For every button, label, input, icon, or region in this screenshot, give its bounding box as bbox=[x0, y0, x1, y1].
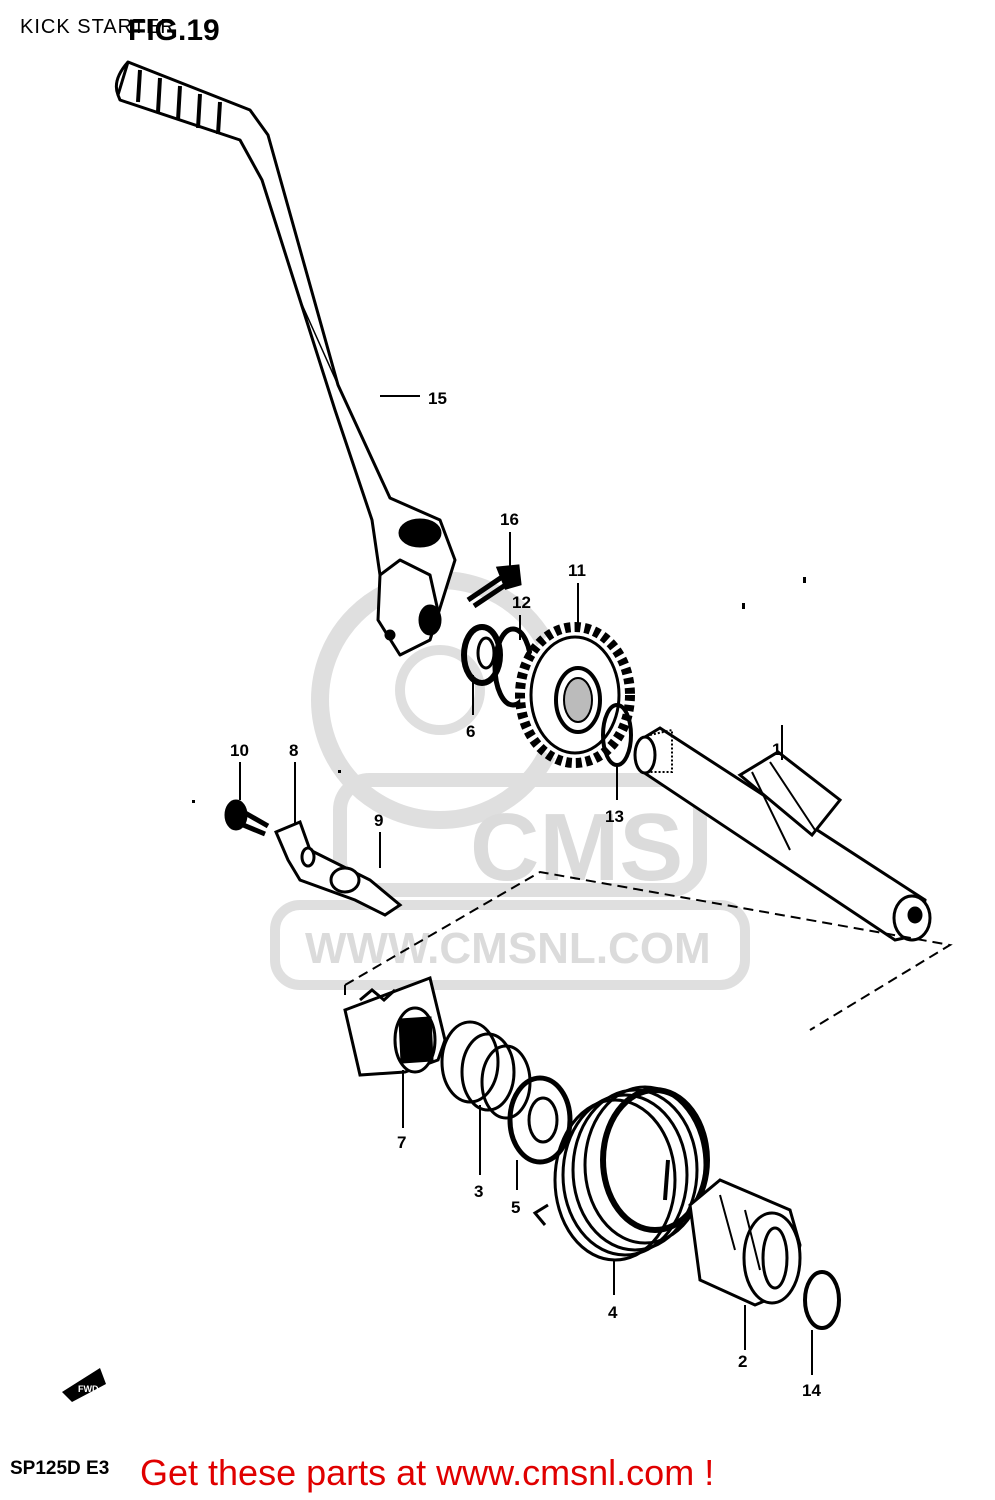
kick-gear-part-11 bbox=[515, 622, 635, 768]
part-label-14: 14 bbox=[802, 1381, 821, 1400]
fwd-arrow-icon: FWD bbox=[62, 1368, 106, 1402]
figure-label: FIG.19 bbox=[128, 14, 220, 47]
watermark-url: WWW.CMSNL.COM bbox=[305, 924, 711, 973]
plate-part-9 bbox=[329, 866, 361, 894]
assembly-dashed-outline bbox=[344, 870, 953, 1031]
part-labels: 1 2 3 4 5 6 7 8 9 10 11 12 13 14 15 16 bbox=[230, 389, 821, 1400]
watermark-brand: CMS bbox=[470, 794, 683, 901]
part-label-16: 16 bbox=[500, 510, 519, 529]
spring-guide-part-2 bbox=[688, 1178, 802, 1307]
part-label-6: 6 bbox=[466, 722, 475, 741]
part-label-9: 9 bbox=[374, 811, 383, 830]
spring-part-3 bbox=[440, 1020, 532, 1120]
part-label-10: 10 bbox=[230, 741, 249, 760]
part-label-1: 1 bbox=[772, 740, 781, 759]
kick-shaft-part-1 bbox=[633, 726, 932, 942]
screw-part-10 bbox=[224, 799, 270, 837]
part-label-7: 7 bbox=[397, 1133, 406, 1152]
part-label-13: 13 bbox=[605, 807, 624, 826]
part-label-4: 4 bbox=[608, 1303, 618, 1322]
kick-pawl-part-7 bbox=[343, 975, 447, 1077]
part-label-11: 11 bbox=[568, 561, 586, 580]
leader-lines bbox=[239, 395, 813, 1375]
part-label-8: 8 bbox=[289, 741, 298, 760]
part-label-12: 12 bbox=[512, 593, 531, 612]
part-label-3: 3 bbox=[474, 1182, 483, 1201]
part-label-15: 15 bbox=[428, 389, 447, 408]
circlip-part-14 bbox=[803, 1270, 841, 1330]
bolt-part-16 bbox=[466, 564, 522, 609]
get-parts-link[interactable]: Get these parts at www.cmsnl.com ! bbox=[140, 1452, 715, 1493]
diagram-title: KICK STARTER bbox=[20, 16, 176, 38]
washer-part-5 bbox=[507, 1075, 573, 1165]
print-specks bbox=[192, 577, 806, 803]
return-spring-part-4 bbox=[532, 1085, 710, 1262]
model-code: SP125D E3 bbox=[10, 1458, 110, 1479]
part-label-5: 5 bbox=[511, 1198, 520, 1217]
part-label-2: 2 bbox=[738, 1352, 747, 1371]
fwd-label: FWD bbox=[78, 1384, 99, 1394]
kick-lever-part-15 bbox=[114, 60, 457, 657]
